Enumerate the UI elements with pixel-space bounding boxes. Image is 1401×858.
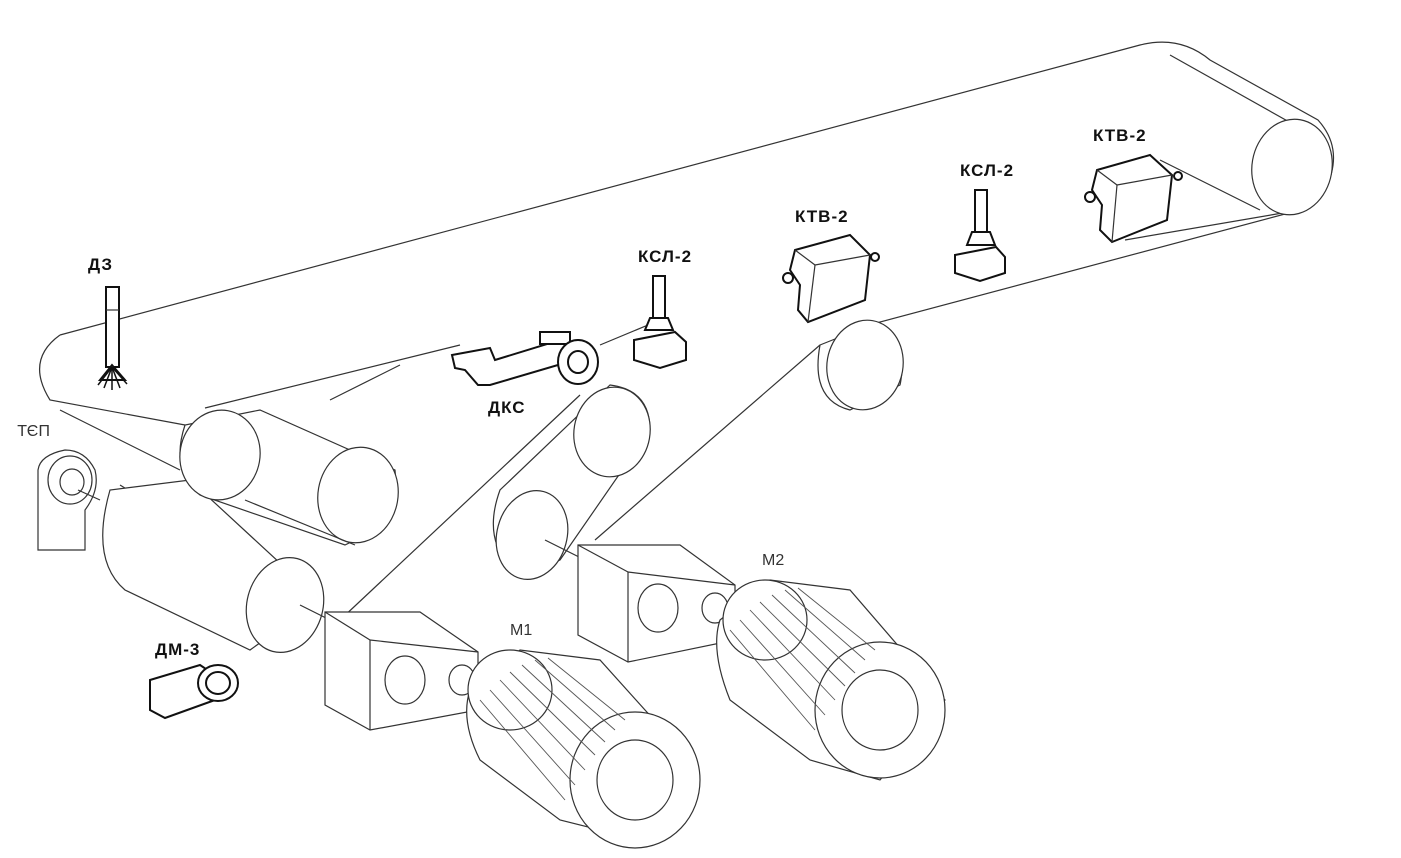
label-pet: ПЭТ — [17, 423, 50, 440]
motor-m2 — [716, 579, 946, 781]
label-dz: ДЗ — [88, 255, 113, 274]
label-ktv-2: КТВ-2 — [1093, 126, 1147, 145]
sensor-ktv-2: КТВ-2 — [1084, 126, 1183, 244]
label-ktv-1: КТВ-2 — [795, 207, 849, 226]
label-ksl-1: КСЛ-2 — [638, 247, 692, 266]
middle-drive-drum — [339, 344, 821, 621]
sensor-ksl-1: КСЛ-2 — [633, 247, 692, 370]
right-drum — [817, 319, 904, 411]
upper-belt — [39, 41, 1335, 426]
sensor-dm: ДМ-3 — [149, 640, 239, 720]
gearbox-m2 — [577, 544, 736, 663]
sensor-ktv-1: КТВ-2 — [782, 207, 880, 324]
sensor-dz: ДЗ — [88, 255, 128, 390]
label-ksl-2: КСЛ-2 — [960, 161, 1014, 180]
sensor-pet: ПЭТ — [17, 423, 101, 551]
left-lower-drum — [102, 479, 341, 653]
label-m2: М2 — [762, 552, 784, 569]
sensor-dks: ДКС — [450, 331, 599, 417]
upper-drum-pair — [179, 409, 399, 546]
label-dks: ДКС — [488, 398, 526, 417]
motor-m1 — [466, 649, 701, 849]
label-dm: ДМ-3 — [155, 640, 200, 659]
sensor-ksl-2: КСЛ-2 — [954, 161, 1014, 283]
label-m1: М1 — [510, 622, 532, 639]
gearbox-m1 — [324, 611, 479, 731]
